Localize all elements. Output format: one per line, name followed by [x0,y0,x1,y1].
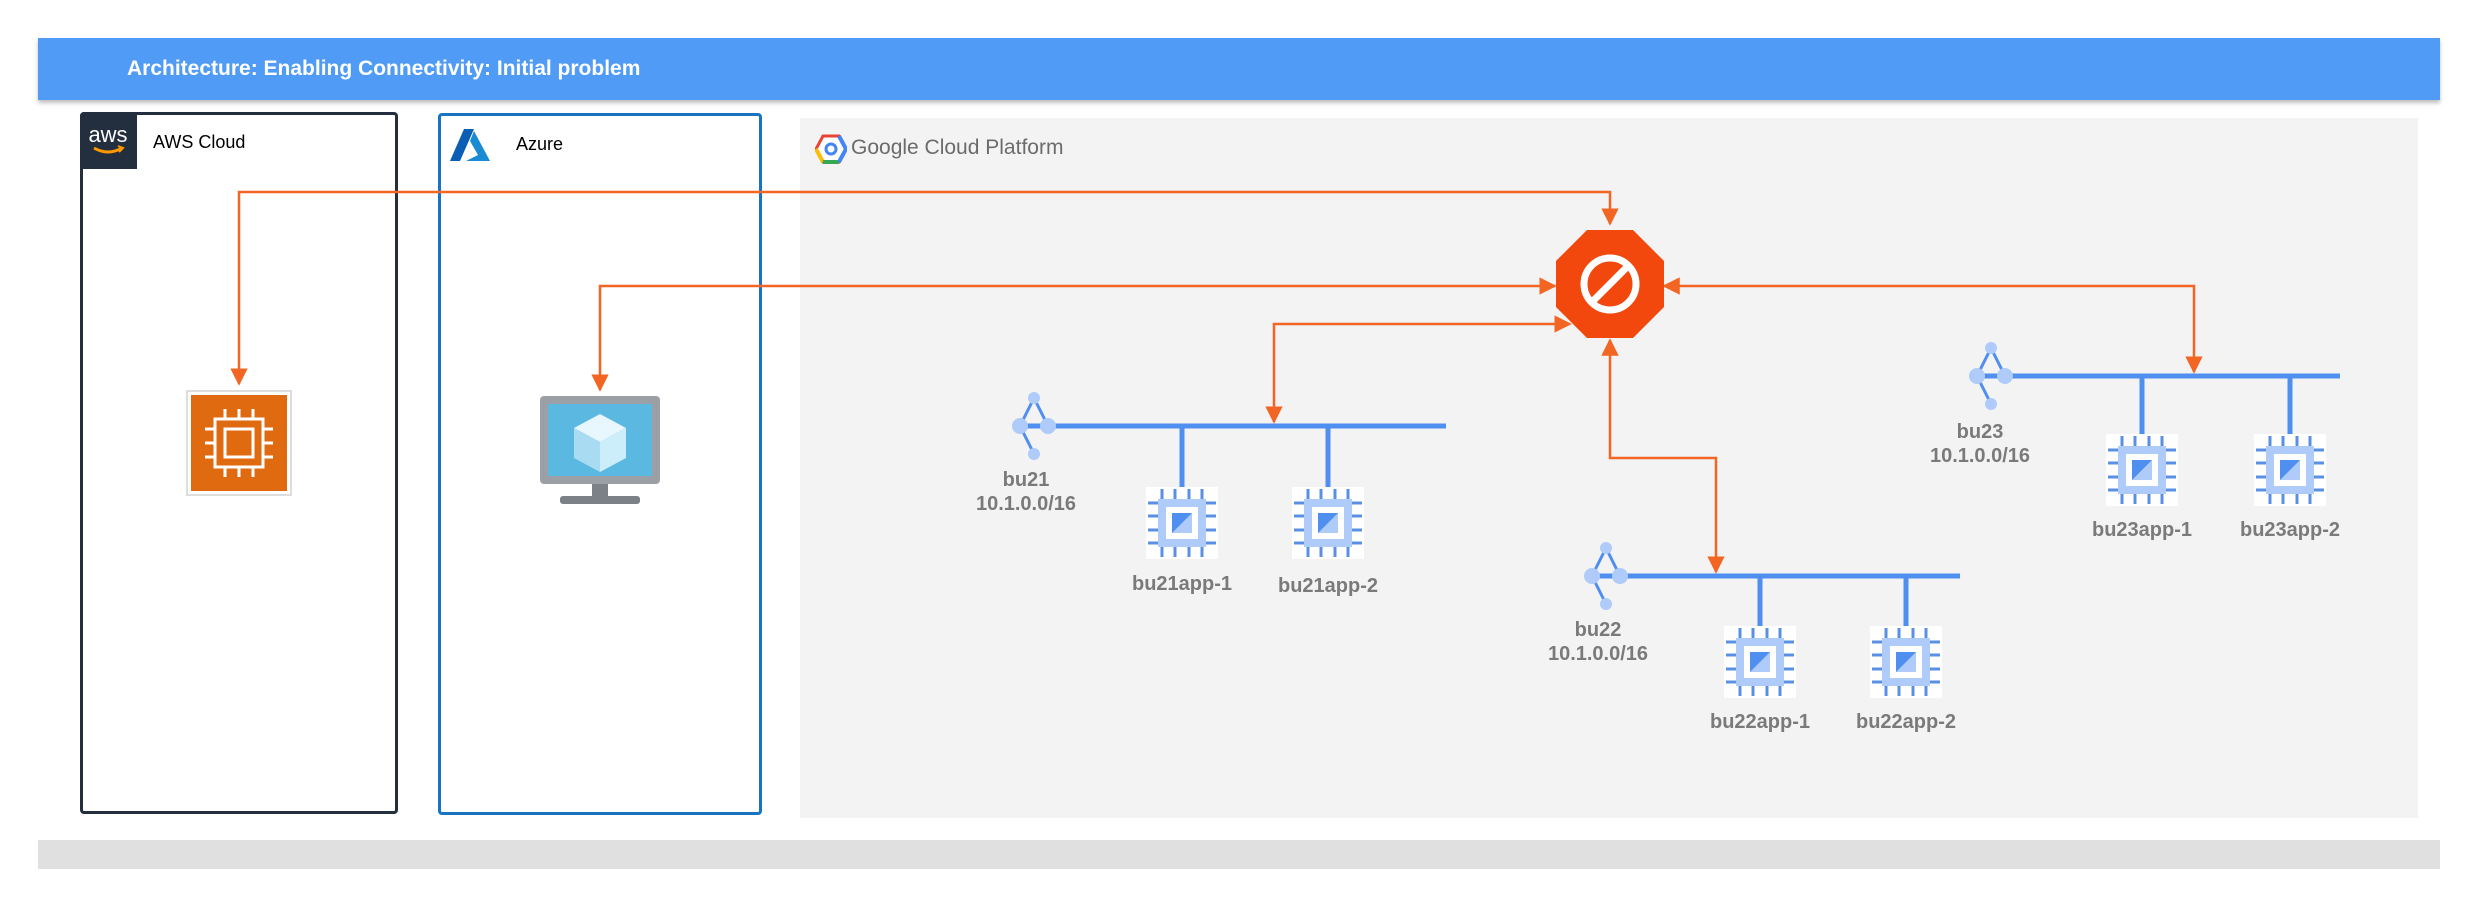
gcp-label: Google Cloud Platform [851,136,1064,159]
bu22app-1-label: bu22app-1 [1709,711,1811,733]
bu21app-2-chip-icon [1290,485,1366,561]
footer-bar [38,840,2440,869]
azure-logo-icon [450,129,490,161]
ec2-chip-icon [186,390,292,496]
bu22app-2-chip-icon [1868,624,1944,700]
bu23app-2-label: bu23app-2 [2239,519,2341,541]
bu22-network-label: bu22 10.1.0.0/16 [1538,618,1658,666]
bu23-network-label: bu23 10.1.0.0/16 [1920,420,2040,468]
bu23-router-icon [1969,342,2013,410]
bu21-to-block-arrow [1265,315,1572,424]
gcp-logo-icon [815,134,847,164]
no-entry-icon [1556,230,1664,338]
bu23app-1-chip-icon [2104,432,2180,508]
aws-cloud-label: AWS Cloud [153,132,246,152]
bu22-name: bu22 [1574,619,1622,641]
bu21app-1-chip-icon [1144,485,1220,561]
bu22-to-block-arrow [1601,338,1725,574]
bu21app-1-label: bu21app-1 [1131,573,1233,595]
bu23-name: bu23 [1956,421,2004,443]
bu23app-1-label: bu23app-1 [2091,519,2193,541]
aws-logo-icon: aws [80,112,137,169]
aws-logo-text: aws [88,122,127,147]
monitor-cube-icon [540,396,660,504]
diagram-title: Architecture: Enabling Connectivity: Ini… [127,57,641,80]
azure-label: Azure [516,134,564,154]
bu21-name: bu21 [1002,469,1050,491]
bu22app-1-chip-icon [1722,624,1798,700]
bu21-network-label: bu21 10.1.0.0/16 [966,468,1086,516]
bu22app-2-label: bu22app-2 [1855,711,1957,733]
bu23-to-block-arrow [1662,277,2203,374]
bu23app-2-chip-icon [2252,432,2328,508]
bu21app-2-label: bu21app-2 [1277,575,1379,597]
title-bar: Architecture: Enabling Connectivity: Ini… [38,38,2440,100]
bu23-cidr: 10.1.0.0/16 [1929,445,2031,467]
aws-to-block-arrow [230,190,1619,386]
bu21-router-icon [1012,392,1056,460]
azure-to-block-arrow [591,277,1557,392]
bu21-cidr: 10.1.0.0/16 [975,493,1077,515]
bu22-router-icon [1584,542,1628,610]
bu22-cidr: 10.1.0.0/16 [1547,643,1649,665]
